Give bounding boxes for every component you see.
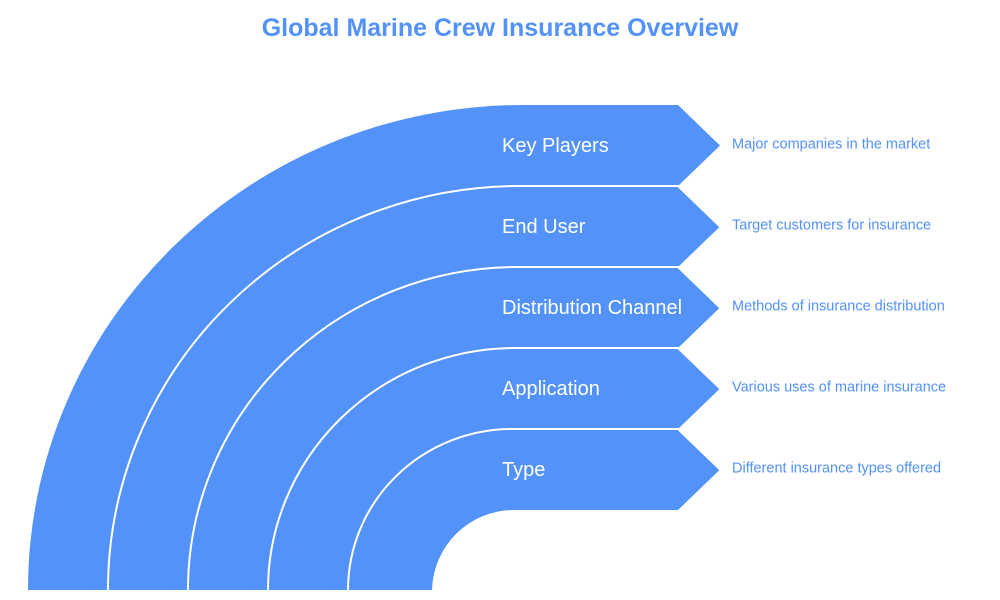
layer-description-key-players: Major companies in the market <box>732 136 931 152</box>
diagram-title: Global Marine Crew Insurance Overview <box>261 14 739 42</box>
layer-label-end-user: End User <box>502 215 586 238</box>
arc-separator-4 <box>347 428 721 591</box>
arc-separator-3 <box>267 347 721 591</box>
arc-band-2 <box>108 186 720 590</box>
layer-label-type: Type <box>502 458 546 481</box>
layer-label-key-players: Key Players <box>502 134 609 157</box>
arc-band-5 <box>348 429 720 590</box>
arc-band-4 <box>268 348 720 590</box>
layer-label-distribution-channel: Distribution Channel <box>502 296 683 319</box>
arc-separators <box>107 185 721 591</box>
layer-description-application: Various uses of marine insurance <box>732 379 947 395</box>
layer-description-type: Different insurance types offered <box>732 460 942 476</box>
layer-label-application: Application <box>502 377 600 400</box>
arc-separator-1 <box>107 185 721 591</box>
layer-description-distribution-channel: Methods of insurance distribution <box>732 298 945 314</box>
arc-separator-2 <box>187 266 721 591</box>
arc-band-1 <box>28 105 720 590</box>
layer-description-end-user: Target customers for insurance <box>732 217 932 233</box>
